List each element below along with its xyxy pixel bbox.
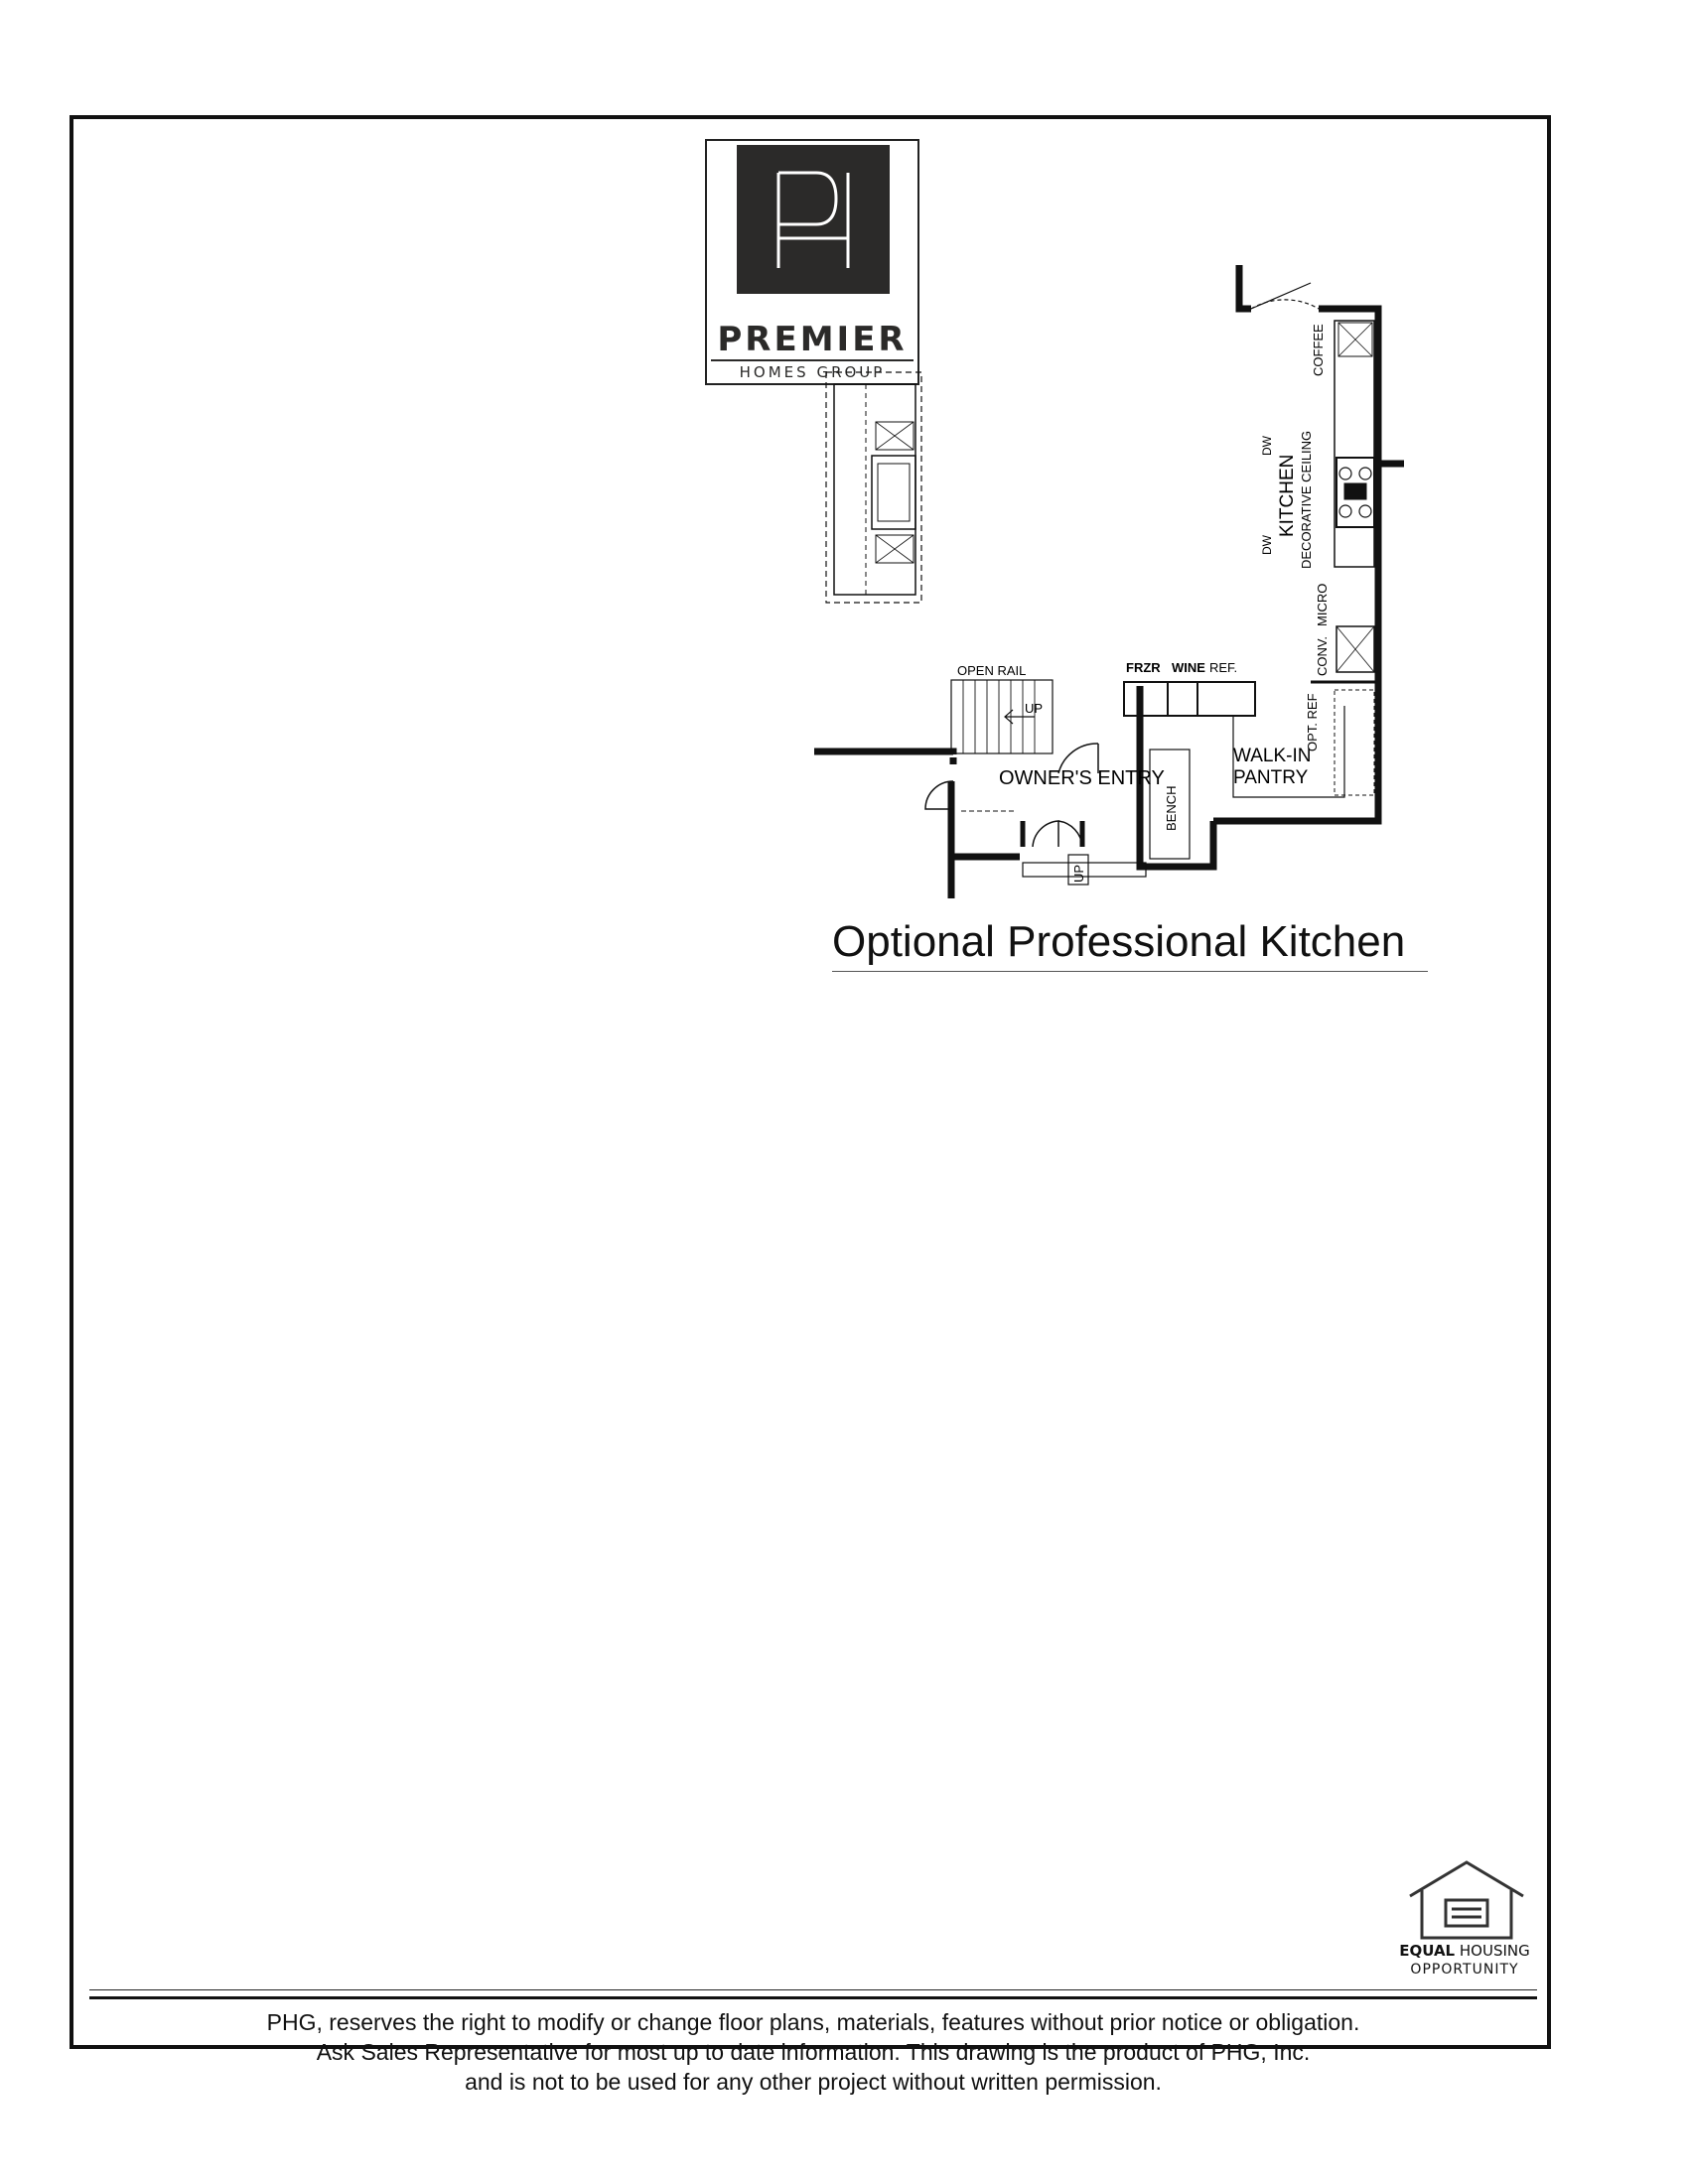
burner-3 xyxy=(1338,504,1352,518)
label-open-rail: OPEN RAIL xyxy=(957,663,1026,678)
range-griddle xyxy=(1343,482,1367,500)
counter-right xyxy=(1334,320,1375,568)
label-decorative-ceiling: DECORATIVE CEILING xyxy=(1299,431,1314,569)
conv-micro-x xyxy=(1336,625,1375,673)
pantry-shelving xyxy=(1232,706,1345,798)
dw-bottom-box xyxy=(875,534,914,564)
eho-equal: EQUAL xyxy=(1399,1942,1456,1960)
wall-left-long xyxy=(814,748,957,755)
coffee-box xyxy=(1337,322,1373,357)
eho-housing: HOUSING xyxy=(1459,1942,1530,1960)
label-frzr: FRZR xyxy=(1126,660,1161,675)
disclaimer-line-2: Ask Sales Representative for most up to … xyxy=(316,2039,1311,2065)
step-up-box xyxy=(1067,854,1089,886)
label-dw-top: DW xyxy=(1260,435,1274,456)
bench xyxy=(1149,749,1191,860)
opt-ref-space xyxy=(1334,689,1375,796)
dw-top-x xyxy=(875,421,914,451)
label-opt-ref: OPT. REF xyxy=(1305,693,1320,751)
kitchen-floor-plan: COFFEE DW DW KITCHEN DECORATIVE CEILING … xyxy=(814,265,1404,898)
coffee-x xyxy=(1337,322,1373,357)
wall-right xyxy=(1213,305,1382,825)
label-step-up: UP xyxy=(1071,865,1086,883)
logo-subname: HOMES GROUP xyxy=(739,363,886,381)
equal-housing-icon xyxy=(1409,1860,1524,1940)
island-outline xyxy=(825,371,922,604)
logo-name: PREMIER xyxy=(717,320,908,359)
page-frame xyxy=(70,115,1551,2049)
dw-top-box xyxy=(875,421,914,451)
door-swing-left xyxy=(924,780,954,810)
label-kitchen: KITCHEN xyxy=(1277,455,1298,537)
burner-1 xyxy=(1338,467,1352,480)
ph-monogram-glyph xyxy=(776,171,850,268)
eho-equal-housing: EQUAL HOUSING xyxy=(1390,1942,1539,1960)
door-top xyxy=(1250,282,1312,310)
door-swing-entry xyxy=(1057,743,1099,774)
disclaimer: PHG, reserves the right to modify or cha… xyxy=(89,2007,1537,2097)
step-landing xyxy=(1022,862,1147,878)
label-conv: CONV. xyxy=(1315,636,1330,676)
label-bench: BENCH xyxy=(1164,785,1179,831)
label-stair-up: UP xyxy=(1025,701,1043,716)
label-micro: MICRO xyxy=(1315,584,1330,626)
footer-rule-thick xyxy=(89,1996,1537,1999)
label-walk-in: WALK-IN xyxy=(1233,746,1311,766)
label-ref: REF. xyxy=(1209,660,1237,675)
ph-monogram xyxy=(737,145,890,294)
wall-top-left xyxy=(1235,265,1251,313)
label-dw-bottom: DW xyxy=(1260,534,1274,555)
burner-2 xyxy=(1358,467,1372,480)
plan-title: Optional Professional Kitchen xyxy=(832,917,1406,966)
sink-basin xyxy=(877,463,911,522)
premier-homes-logo: PREMIER HOMES GROUP xyxy=(705,139,919,385)
stair-arrow xyxy=(1004,709,1035,725)
burner-4 xyxy=(1358,504,1372,518)
footer-rule-thin xyxy=(89,1989,1537,1990)
door-swing-step-left xyxy=(1032,820,1059,848)
label-coffee: COFFEE xyxy=(1311,324,1326,376)
conv-micro-box xyxy=(1336,625,1375,673)
plan-title-underline xyxy=(832,971,1428,972)
disclaimer-line-1: PHG, reserves the right to modify or cha… xyxy=(266,2009,1360,2035)
door-swing-step-right xyxy=(1057,820,1083,848)
logo-divider xyxy=(711,359,914,361)
eho-opportunity: OPPORTUNITY xyxy=(1410,1962,1519,1978)
appliance-row xyxy=(1123,681,1256,717)
label-owners-entry: OWNER'S ENTRY xyxy=(999,767,1165,789)
dw-bottom-x xyxy=(875,534,914,564)
wall-step-posts xyxy=(1020,821,1085,847)
stair-block xyxy=(950,679,1054,754)
disclaimer-line-3: and is not to be used for any other proj… xyxy=(465,2069,1162,2095)
label-wine: WINE xyxy=(1172,660,1205,675)
range-cooktop xyxy=(1336,457,1375,528)
island-sink xyxy=(871,455,916,530)
wall-pantry-entry xyxy=(1136,686,1217,871)
label-pantry: PANTRY xyxy=(1233,767,1309,788)
